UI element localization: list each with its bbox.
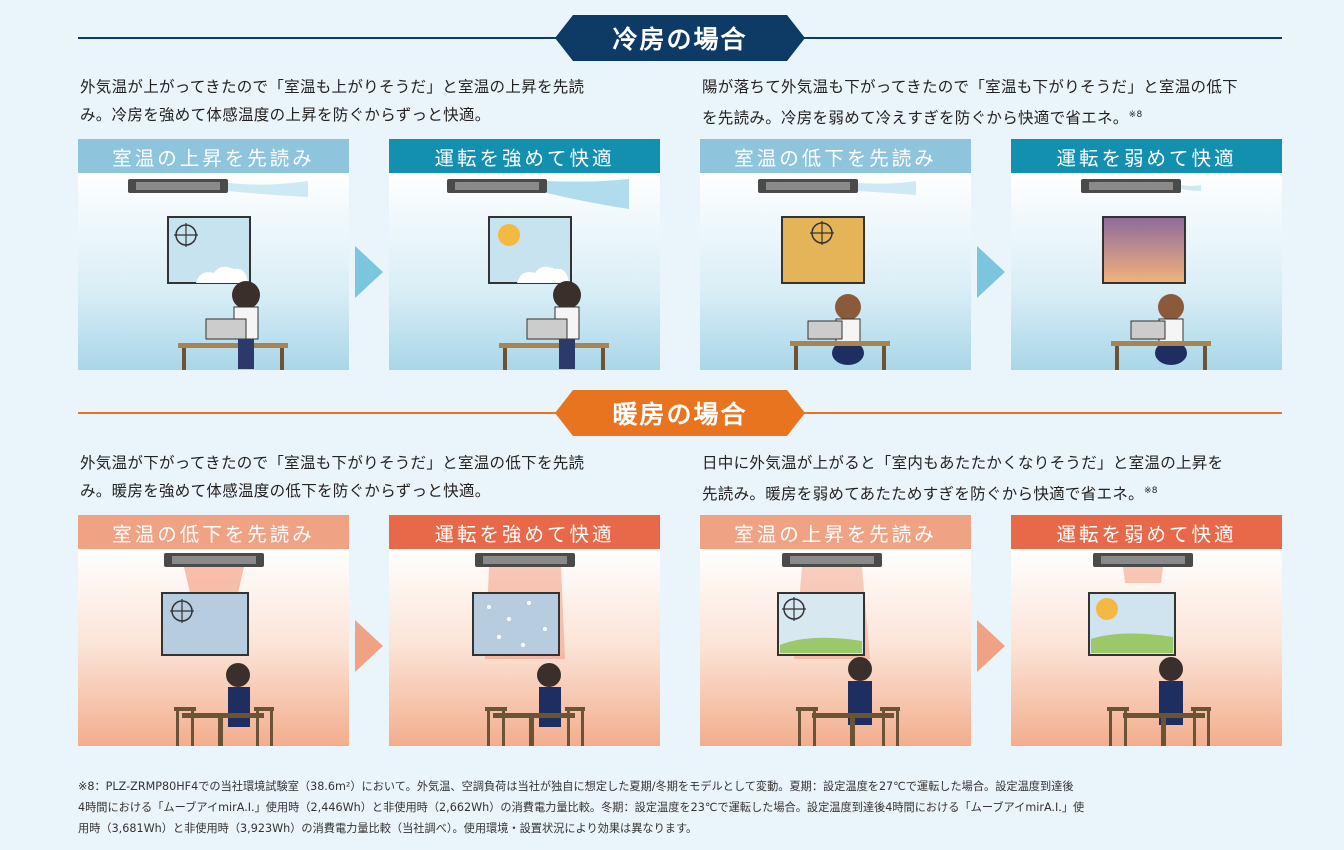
cooling-scene-4	[1011, 173, 1282, 370]
footnote: ※8：PLZ-ZRMP80HF4での当社環境試験室（38.6m²）において。外気…	[78, 780, 1085, 835]
cooling-rule-right	[780, 37, 1282, 39]
cooling-panel-1: 室温の上昇を先読み	[78, 139, 349, 370]
cooling-arrow-2	[977, 246, 1005, 302]
cooling-panel-3: 室温の低下を先読み	[700, 139, 971, 370]
cooling-left-desc: 外気温が上がってきたので「室温も上がりそうだ」と室温の上昇を先読 み。冷房を強め…	[80, 78, 585, 124]
cooling-scene-1	[78, 173, 349, 370]
heating-panel-4-label: 運転を弱めて快適	[1011, 515, 1282, 549]
cooling-rule-left	[78, 37, 578, 39]
heating-panel-1: 室温の低下を先読み	[78, 515, 349, 746]
cooling-panel-4: 運転を弱めて快適	[1011, 139, 1282, 370]
heating-panel-2: 運転を強めて快適	[389, 515, 660, 746]
cooling-title: 冷房の場合	[555, 15, 805, 61]
heating-scene-1	[78, 549, 349, 746]
heating-rule-left	[78, 412, 578, 414]
heating-panel-2-label: 運転を強めて快適	[389, 515, 660, 549]
heating-rule-right	[780, 412, 1282, 414]
cooling-panel-1-label: 室温の上昇を先読み	[78, 139, 349, 173]
heating-scene-3	[700, 549, 971, 746]
heating-right-desc: 日中に外気温が上がると「室内もあたたかくなりそうだ」と室温の上昇を 先読み。暖房…	[702, 454, 1224, 503]
heating-scene-4	[1011, 549, 1282, 746]
heating-panel-4: 運転を弱めて快適	[1011, 515, 1282, 746]
cooling-scene-2	[389, 173, 660, 370]
cooling-scene-3	[700, 173, 971, 370]
heating-panel-1-label: 室温の低下を先読み	[78, 515, 349, 549]
cooling-arrow-1	[355, 246, 383, 302]
footnote-ref: ※8	[1128, 110, 1143, 120]
cooling-panel-2: 運転を強めて快適	[389, 139, 660, 370]
heating-panel-3-label: 室温の上昇を先読み	[700, 515, 971, 549]
footnote-ref: ※8	[1143, 486, 1158, 496]
cooling-panel-3-label: 室温の低下を先読み	[700, 139, 971, 173]
cooling-panel-4-label: 運転を弱めて快適	[1011, 139, 1282, 173]
heating-scene-2	[389, 549, 660, 746]
heating-arrow-2	[977, 620, 1005, 676]
cooling-right-desc: 陽が落ちて外気温も下がってきたので「室温も下がりそうだ」と室温の低下 を先読み。…	[702, 78, 1238, 127]
heating-left-desc: 外気温が下がってきたので「室温も下がりそうだ」と室温の低下を先読 み。暖房を強め…	[80, 454, 585, 500]
heating-panel-3: 室温の上昇を先読み	[700, 515, 971, 746]
heating-arrow-1	[355, 620, 383, 676]
heating-title: 暖房の場合	[555, 390, 805, 436]
cooling-panel-2-label: 運転を強めて快適	[389, 139, 660, 173]
